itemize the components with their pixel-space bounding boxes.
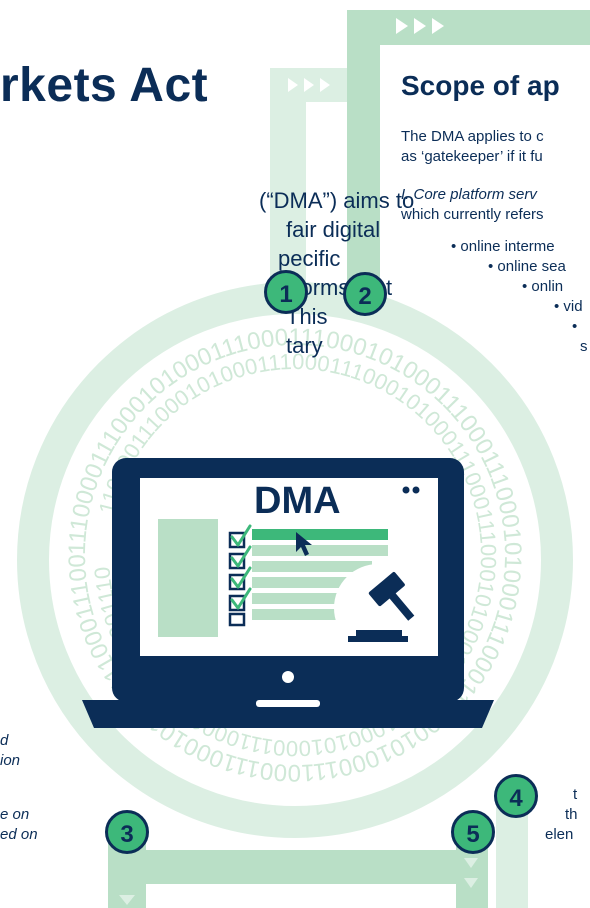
bullet-item <box>572 318 577 335</box>
screen-line <box>252 609 342 620</box>
trackpad-notch <box>256 700 320 707</box>
intro-line: pecific <box>278 246 341 271</box>
step-badge-5: 5 <box>451 810 495 854</box>
center-ribbon-band <box>347 45 380 262</box>
right-fragment: t <box>573 786 578 803</box>
laptop-screen-title: DMA <box>254 480 341 522</box>
screen-sidebar <box>158 519 218 637</box>
core-services-heading: I. Core platform serv <box>401 186 537 203</box>
play-arrows-icon <box>288 78 330 92</box>
step-badge-2: 2 <box>343 272 387 316</box>
step-badge-1: 1 <box>264 270 308 314</box>
laptop-illustration <box>82 458 494 728</box>
scope-text-line: The DMA applies to c <box>401 128 544 145</box>
screen-line <box>252 561 372 572</box>
top-ribbon-band <box>347 10 590 80</box>
scope-text-line: which currently refers <box>401 206 544 223</box>
webcam-dot <box>282 671 294 683</box>
intro-line: (“DMA”) aims to <box>259 188 415 213</box>
scope-text-line: as ‘gatekeeper’ if it fu <box>401 148 543 165</box>
intro-line: fair digital <box>286 217 381 242</box>
left-fragment: e on <box>0 806 30 823</box>
screen-line-highlight <box>252 529 388 540</box>
intro-line: tary <box>286 333 323 358</box>
right-fragment: elen <box>545 826 574 843</box>
window-dot <box>402 486 410 494</box>
laptop-base <box>82 700 494 728</box>
window-dot <box>412 486 420 494</box>
bullet-item: vid <box>554 298 582 315</box>
gavel-icon <box>334 564 422 652</box>
checkbox-icon <box>228 531 246 627</box>
checkmark-icon <box>230 524 252 610</box>
bullet-fragment: s <box>580 338 588 355</box>
screen-line <box>252 577 362 588</box>
cursor-icon <box>296 532 312 556</box>
bullet-item: online sea <box>488 258 565 275</box>
left-ribbon-band <box>270 68 372 262</box>
bottom-band <box>128 850 460 884</box>
play-arrows-icon <box>396 18 444 34</box>
step-badge-4: 4 <box>494 774 538 818</box>
left-fragment: d <box>0 732 9 749</box>
screen-line <box>252 545 388 556</box>
bullet-item: onlin <box>522 278 563 295</box>
section-title: Scope of ap <box>401 70 560 101</box>
bullet-item: online interme <box>451 238 554 255</box>
right-fragment: th <box>565 806 578 823</box>
step-badge-3: 3 <box>105 810 149 854</box>
left-fragment: ed on <box>0 826 38 843</box>
screen-line <box>252 593 352 604</box>
left-fragment: ion <box>0 752 21 769</box>
page-title: rkets Act <box>0 59 209 112</box>
